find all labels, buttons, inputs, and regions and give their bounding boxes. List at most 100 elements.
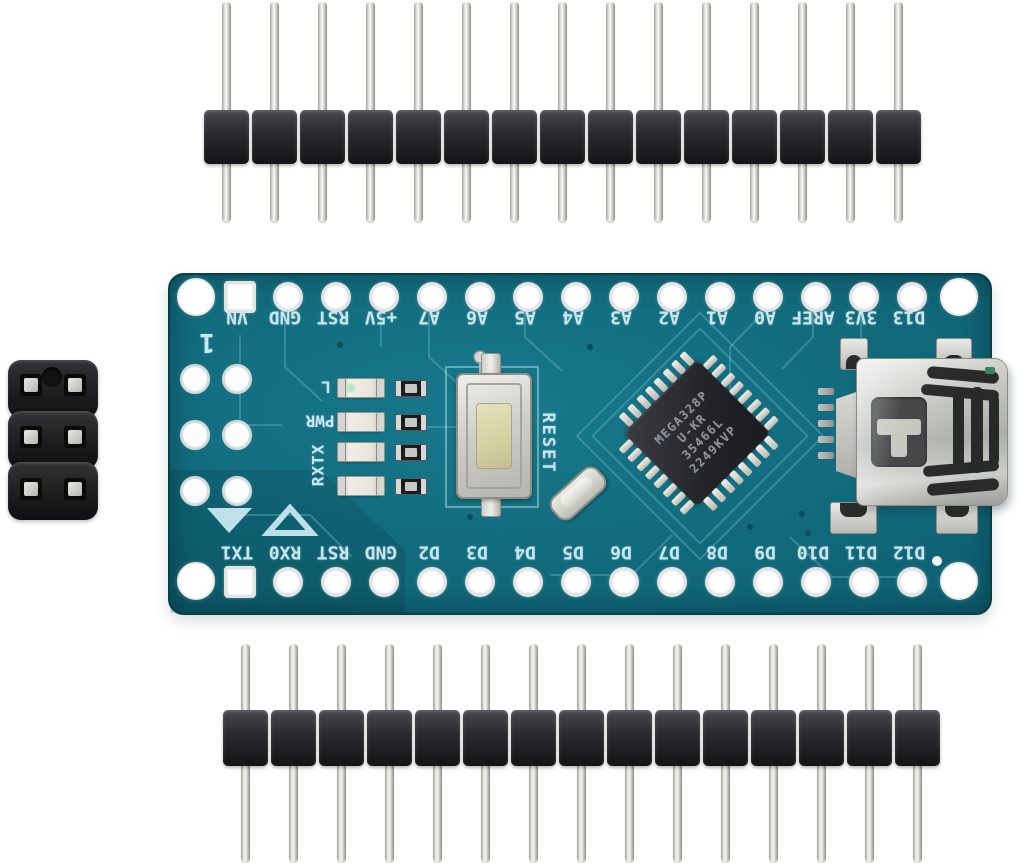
pad-3v3: [849, 282, 879, 312]
pin-insulator: [847, 710, 892, 766]
pin-insulator: [559, 710, 604, 766]
pin-insulator: [636, 110, 681, 164]
usb-stamp-bar: [971, 387, 983, 473]
tx-arrow-icon: [207, 508, 252, 533]
pad-a6: [465, 282, 495, 312]
icsp-hole: [180, 476, 210, 506]
pin-label-a7: A7: [418, 306, 440, 328]
pad-a0: [753, 282, 783, 312]
header-pin: [558, 644, 606, 862]
header-pin: [395, 2, 443, 222]
pin-label-aref: AREF: [791, 306, 835, 328]
led-label-rxtx: RXTX: [308, 443, 328, 487]
mounting-hole: [177, 278, 215, 316]
pin-label-rst: RST: [316, 541, 350, 563]
pin-insulator: [223, 710, 268, 766]
pin-label-d12: D12: [892, 541, 926, 563]
pad-a1: [705, 282, 735, 312]
socket-contact: [68, 482, 82, 496]
pin-insulator: [396, 110, 441, 164]
usb-solder-pin: [818, 436, 834, 443]
usb-solder-pin: [818, 404, 834, 411]
usb-dimple: [871, 397, 927, 467]
reset-button-ring: [466, 383, 522, 489]
usb-shield-body: [856, 358, 1008, 506]
usb-tab-notch: [840, 503, 867, 518]
pin-insulator: [799, 710, 844, 766]
pad-rx0: [273, 567, 303, 597]
pad-a4: [561, 282, 591, 312]
header-pin: [299, 2, 347, 222]
reset-button: [456, 373, 532, 499]
icsp-hole: [222, 476, 252, 506]
usb-tab-notch: [945, 503, 969, 518]
header-pin: [270, 644, 318, 862]
usb-shield-tab: [936, 502, 978, 534]
pad-d2: [417, 567, 447, 597]
pin-insulator: [540, 110, 585, 164]
pin-insulator: [684, 110, 729, 164]
header-pin: [491, 2, 539, 222]
pin-insulator: [703, 710, 748, 766]
pin-label-+5v: +5V: [364, 306, 398, 328]
socket-hole: [20, 374, 42, 396]
pin-label-d10: D10: [796, 541, 830, 563]
header-pin: [894, 644, 942, 862]
pad-d11: [849, 567, 879, 597]
pin-label-a4: A4: [562, 306, 584, 328]
header-pin: [251, 2, 299, 222]
reset-button-cap: [476, 403, 512, 469]
pin-label-d5: D5: [562, 541, 584, 563]
pad-gnd: [369, 567, 399, 597]
socket-contact: [24, 430, 38, 444]
resistor-code: [405, 384, 417, 393]
socket-contact: [24, 482, 38, 496]
led-label-l: L: [321, 377, 331, 397]
pin-label-d3: D3: [466, 541, 488, 563]
header-pin: [539, 2, 587, 222]
pad-d8: [705, 567, 735, 597]
bottom-pin-header-strip: [222, 644, 942, 862]
pin-label-vn: VN: [226, 306, 248, 328]
socket-hole: [20, 478, 42, 500]
smd-led: [337, 378, 385, 398]
pin-insulator: [348, 110, 393, 164]
pin-insulator: [463, 710, 508, 766]
header-pin: [779, 2, 827, 222]
pin-insulator: [367, 710, 412, 766]
socket-hole: [64, 426, 86, 448]
pad-d10: [801, 567, 831, 597]
top-pin-header-strip: [203, 2, 923, 222]
smd-led: [337, 442, 385, 462]
pad-d9: [753, 567, 783, 597]
mounting-hole: [940, 278, 978, 316]
pad-d4: [513, 567, 543, 597]
pad-d3: [465, 567, 495, 597]
pin-insulator: [271, 710, 316, 766]
pin-insulator: [204, 110, 249, 164]
pin-insulator: [588, 110, 633, 164]
led-glow: [346, 383, 356, 393]
pad-a3: [609, 282, 639, 312]
header-pin: [654, 644, 702, 862]
pin-label-rst: RST: [316, 306, 350, 328]
usb-stamp-bar: [989, 395, 999, 465]
pad-d5: [561, 567, 591, 597]
header-pin: [222, 644, 270, 862]
smd-resistor: [395, 414, 427, 431]
rx-arrow-icon: [261, 503, 319, 536]
smd-led: [337, 476, 385, 496]
pad-d12: [897, 567, 927, 597]
pin-insulator: [415, 710, 460, 766]
pin-label-a6: A6: [466, 306, 488, 328]
header-pin: [750, 644, 798, 862]
header-pin: [203, 2, 251, 222]
pin-label-d7: D7: [658, 541, 680, 563]
smd-resistor: [395, 444, 427, 461]
pin-insulator: [780, 110, 825, 164]
socket-contact: [24, 378, 38, 392]
header-pin: [347, 2, 395, 222]
pad-rst: [321, 282, 351, 312]
header-pin: [846, 644, 894, 862]
